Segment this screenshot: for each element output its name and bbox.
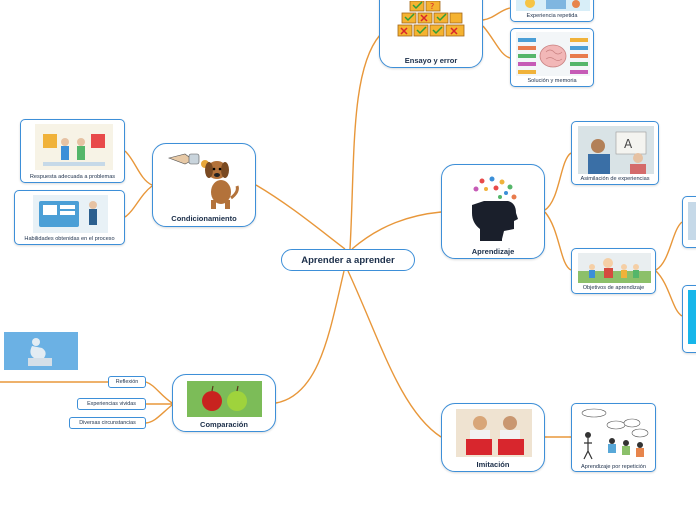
subtopic-label: Asimilación de experiencias xyxy=(580,176,650,182)
subtopic-objetivos-de-aprendizaje[interactable]: Objetivos de aprendizaje xyxy=(571,248,656,294)
brick-wall-checklist-image: ? xyxy=(396,1,468,37)
card-image xyxy=(688,202,696,240)
objectives-image xyxy=(578,253,651,283)
topic-condicionamiento[interactable]: Condicionamiento xyxy=(152,143,256,227)
head-ideas-image xyxy=(464,175,524,245)
dog-treat-image xyxy=(167,148,245,210)
topic-ensayo-y-error[interactable]: ? Ensayo y error xyxy=(379,0,483,68)
subtopic-solucion-y-memoria[interactable]: Solución y memoria xyxy=(510,28,594,87)
subtopic-aprendizaje-por-repeticion[interactable]: Aprendizaje por repetición xyxy=(571,403,656,472)
subtopic-label: Aprendizaje por repetición xyxy=(581,464,646,470)
brain-infographic-image xyxy=(516,32,590,76)
subtopic-label: Experiencia repetida xyxy=(526,13,578,19)
subtopic-respuesta-adecuada[interactable]: Respuesta adecuada a problemas xyxy=(20,119,125,183)
classroom-photo: A xyxy=(578,126,654,174)
skills-image xyxy=(33,195,108,233)
subtopic-label: Solución y memoria xyxy=(527,78,577,84)
subtopic-card-offscreen-2[interactable] xyxy=(682,285,696,353)
topic-label: Aprendizaje xyxy=(471,247,515,256)
repetition-cartoon-image xyxy=(578,407,651,463)
topic-comparacion[interactable]: Comparación xyxy=(172,374,276,432)
subtopic-diversas-circunstancias[interactable]: Diversas circunstancias xyxy=(69,417,146,429)
svg-text:A: A xyxy=(624,137,633,151)
subtopic-experiencia-repetida[interactable]: Experiencia repetida xyxy=(510,0,594,22)
topic-label: Imitación xyxy=(476,460,510,469)
topic-label: Ensayo y error xyxy=(404,56,458,65)
central-topic[interactable]: Aprender a aprender xyxy=(281,249,415,271)
problem-solving-image xyxy=(35,124,113,170)
subtopic-card-offscreen-1[interactable] xyxy=(682,196,696,248)
topic-label: Comparación xyxy=(200,420,248,429)
subtopic-habilidades-obtenidas[interactable]: Habilidades obtenidas en el proceso xyxy=(14,190,125,245)
people-laptops-photo xyxy=(456,409,532,457)
topic-imitacion[interactable]: Imitación xyxy=(441,403,545,472)
subtopic-reflexion[interactable]: Reflexión xyxy=(108,376,146,388)
svg-text:?: ? xyxy=(430,2,434,11)
experience-image xyxy=(516,0,590,11)
topic-aprendizaje[interactable]: Aprendizaje xyxy=(441,164,545,259)
subtopic-label: Objetivos de aprendizaje xyxy=(582,285,645,291)
subtopic-label: Respuesta adecuada a problemas xyxy=(29,174,116,180)
topic-label: Condicionamiento xyxy=(171,214,237,223)
subtopic-label: Habilidades obtenidas en el proceso xyxy=(24,236,115,242)
thinker-statue-image xyxy=(4,332,78,370)
subtopic-experiencias-vividas[interactable]: Experiencias vividas xyxy=(77,398,146,410)
card-image xyxy=(688,290,696,344)
subtopic-asimilacion-de-experiencias[interactable]: A Asimilación de experiencias xyxy=(571,121,659,185)
apples-image xyxy=(187,381,262,417)
